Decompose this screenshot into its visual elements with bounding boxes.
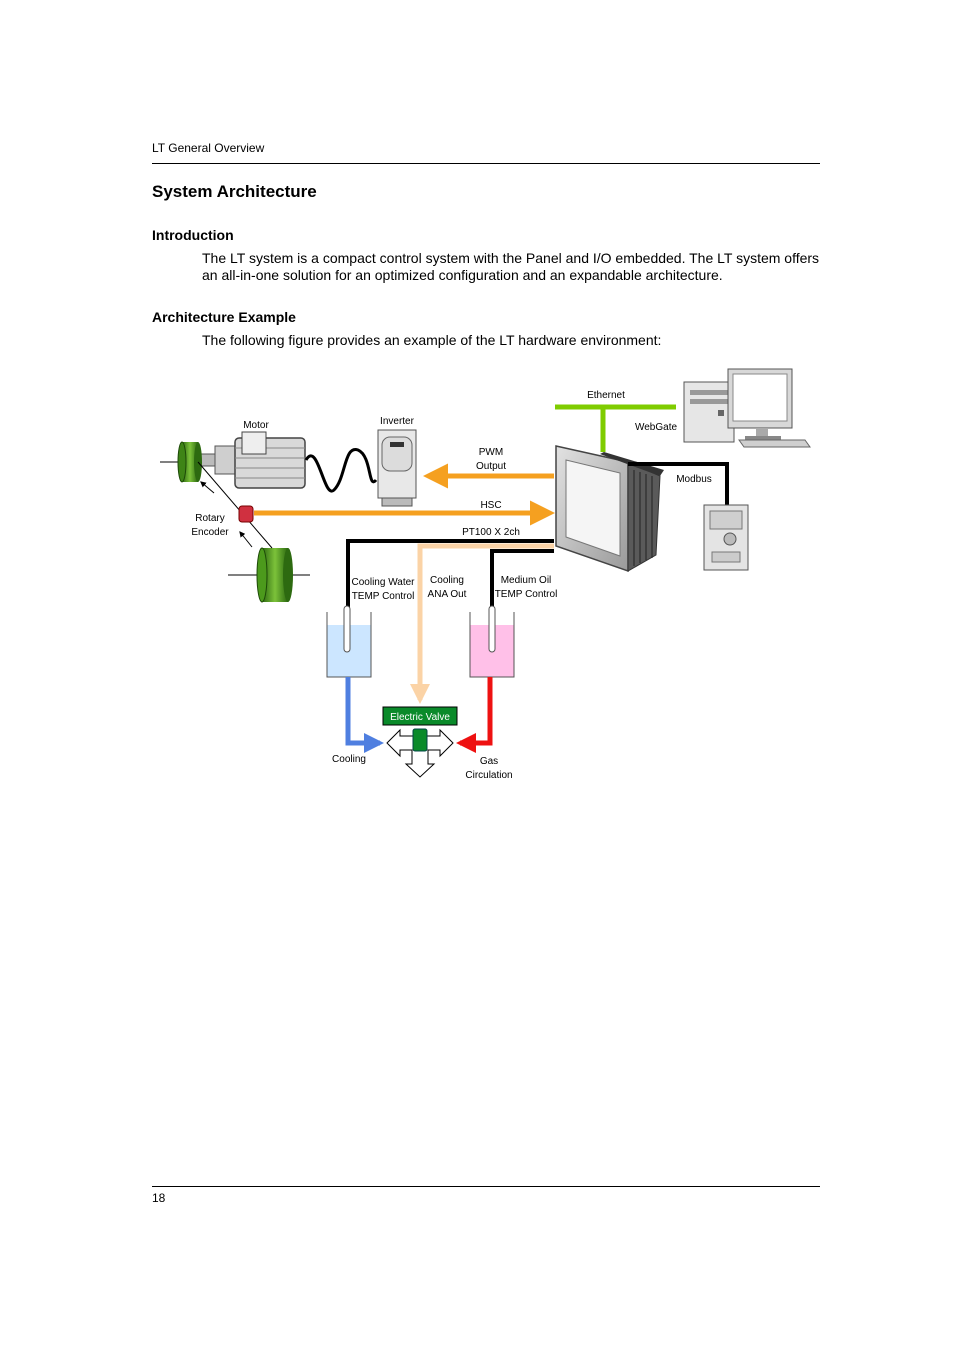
ethernet-bus bbox=[555, 404, 676, 452]
pt100-line-oil bbox=[490, 549, 554, 612]
encoder-pointer-1 bbox=[200, 481, 215, 494]
label-cooling-ana-1: Cooling bbox=[430, 575, 464, 586]
label-cooling: Cooling bbox=[332, 754, 366, 765]
label-inverter: Inverter bbox=[380, 416, 415, 427]
label-electric-valve: Electric Valve bbox=[390, 712, 450, 723]
electric-valve-icon bbox=[386, 728, 454, 778]
encoder-2-icon bbox=[228, 547, 310, 603]
label-medium-oil-1: Medium Oil bbox=[501, 575, 552, 586]
motor-cable bbox=[304, 448, 378, 493]
label-pt100: PT100 X 2ch bbox=[462, 527, 520, 538]
label-motor: Motor bbox=[243, 420, 269, 431]
inverter-icon bbox=[377, 429, 417, 507]
introduction-text: The LT system is a compact control syste… bbox=[202, 250, 820, 283]
label-pwm-2: Output bbox=[476, 461, 506, 472]
label-hsc: HSC bbox=[480, 500, 501, 511]
ana-out-line bbox=[410, 543, 554, 704]
lt-panel-icon bbox=[555, 445, 664, 573]
label-ethernet: Ethernet bbox=[587, 390, 625, 401]
electric-valve-label-box bbox=[382, 706, 458, 726]
section-title: System Architecture bbox=[152, 182, 317, 201]
rotary-sensor-icon bbox=[238, 505, 254, 523]
label-pwm-1: PWM bbox=[479, 447, 503, 458]
gas-flow-line bbox=[456, 677, 493, 753]
cooling-water-tank bbox=[326, 605, 372, 678]
page-number: 18 bbox=[152, 1191, 166, 1205]
cooling-flow-line bbox=[345, 677, 384, 753]
introduction-heading: Introduction bbox=[152, 227, 234, 243]
modbus-drive-icon bbox=[703, 504, 749, 571]
label-webgate: WebGate bbox=[635, 422, 677, 433]
label-cooling-water-1: Cooling Water bbox=[352, 577, 416, 588]
label-rotary-2: Encoder bbox=[191, 527, 229, 538]
label-gas-2: Circulation bbox=[465, 770, 512, 781]
running-header: LT General Overview bbox=[152, 141, 265, 155]
label-medium-oil-2: TEMP Control bbox=[495, 589, 558, 600]
desktop-pc-icon bbox=[683, 368, 811, 448]
label-cooling-ana-2: ANA Out bbox=[428, 589, 467, 600]
medium-oil-tank bbox=[469, 605, 515, 678]
footer-rule bbox=[152, 1186, 820, 1187]
label-cooling-water-2: TEMP Control bbox=[352, 591, 415, 602]
architecture-heading: Architecture Example bbox=[152, 309, 296, 325]
encoder-pointer-2 bbox=[239, 531, 253, 548]
encoder-belt bbox=[197, 461, 273, 549]
label-gas-1: Gas bbox=[480, 756, 498, 767]
modbus-line bbox=[628, 462, 729, 505]
architecture-text: The following figure provides an example… bbox=[202, 332, 662, 348]
label-rotary-1: Rotary bbox=[195, 513, 224, 524]
pt100-line-cooling bbox=[346, 539, 554, 612]
encoder-1-icon bbox=[160, 441, 202, 483]
header-rule bbox=[152, 163, 820, 164]
motor-icon bbox=[200, 431, 306, 489]
label-modbus: Modbus bbox=[676, 474, 712, 485]
